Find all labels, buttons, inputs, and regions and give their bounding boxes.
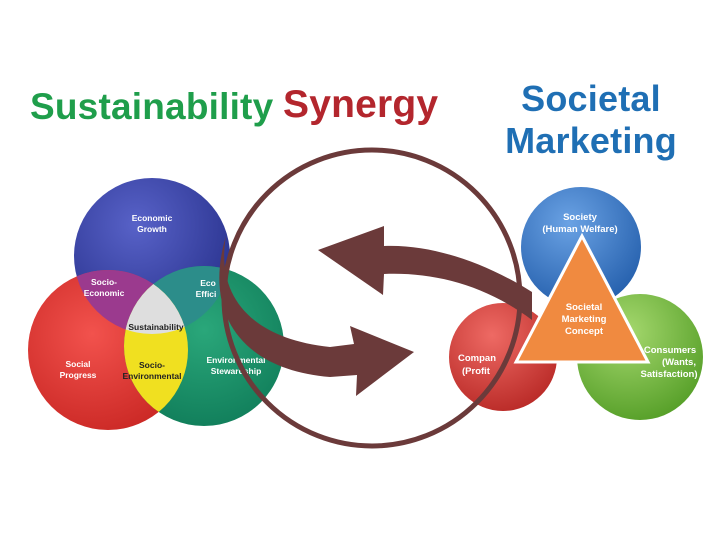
- company-label-1: Compan: [458, 353, 496, 364]
- sustainability-heading: Sustainability: [30, 86, 274, 127]
- consumers-label-3: Satisfaction): [640, 369, 697, 380]
- eco-efficiency-label-1: Eco: [200, 278, 216, 288]
- arrow-left-icon: [318, 226, 532, 320]
- company-label-2: (Profit: [462, 366, 491, 377]
- society-label-1: Society: [563, 212, 598, 223]
- concept-label-2: Marketing: [562, 314, 607, 325]
- synergy-heading: Synergy: [283, 83, 439, 126]
- societal-heading-line2: Marketing: [505, 120, 677, 161]
- concept-triangle: [513, 232, 651, 364]
- socio-economic-label-1: Socio-: [91, 277, 117, 287]
- sustainability-center-region: [124, 270, 188, 334]
- company-circle: [449, 303, 557, 411]
- economic-growth-label-1: Economic: [132, 213, 173, 223]
- society-label-2: (Human Welfare): [542, 224, 617, 235]
- economic-growth-label-2: Growth: [137, 224, 167, 234]
- socio-economic-label-2: Economic: [84, 288, 125, 298]
- sustainability-venn: Economic Growth Social Progress Environm…: [28, 178, 284, 430]
- social-progress-label-1: Social: [65, 359, 90, 369]
- societal-marketing-diagram: Society (Human Welfare) Societal Marketi…: [449, 187, 703, 420]
- consumers-label-1: Consumers: [644, 345, 696, 356]
- socio-environmental-label-1: Socio-: [139, 360, 165, 370]
- synergy-circle: [221, 147, 523, 449]
- social-progress-label-2: Progress: [60, 370, 97, 380]
- eco-efficiency-label-2: Effici: [196, 289, 217, 299]
- societal-marketing-heading: Societal Marketing: [505, 78, 677, 162]
- concept-label-3: Concept: [565, 326, 604, 337]
- concept-label-1: Societal: [566, 302, 602, 313]
- environmental-stewardship-label-2: Stewardship: [211, 366, 262, 376]
- synergy-cycle: [219, 147, 532, 449]
- societal-heading-line1: Societal: [521, 78, 661, 119]
- consumers-label-2: (Wants,: [662, 357, 696, 368]
- arrow-right-icon: [219, 236, 414, 396]
- socio-environmental-label-2: Environmental: [122, 371, 181, 381]
- sustainability-center-label: Sustainability: [128, 322, 184, 332]
